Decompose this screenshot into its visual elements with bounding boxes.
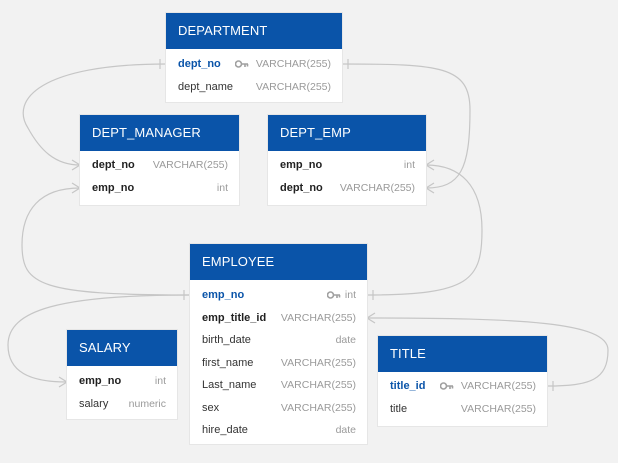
column-type: int — [216, 181, 228, 194]
column-row[interactable]: Last_name VARCHAR(255) — [190, 374, 367, 397]
column-type: VARCHAR(255) — [460, 380, 536, 392]
table-header[interactable]: TITLE — [378, 336, 547, 372]
column-name: emp_no — [280, 159, 323, 171]
column-row[interactable]: emp_no int — [190, 284, 367, 307]
column-row[interactable]: hire_date date — [190, 419, 367, 442]
column-row[interactable]: dept_no VARCHAR(255) — [166, 53, 342, 76]
column-type: VARCHAR(255) — [460, 402, 536, 415]
column-name: title — [390, 402, 408, 415]
column-name: sex — [202, 401, 220, 414]
column-type: VARCHAR(255) — [280, 356, 356, 369]
column-row[interactable]: first_name VARCHAR(255) — [190, 352, 367, 375]
column-row[interactable]: emp_no int — [80, 177, 239, 200]
column-type: int — [403, 159, 415, 171]
column-type: numeric — [128, 397, 166, 410]
column-type: VARCHAR(255) — [280, 379, 356, 391]
column-name: Last_name — [202, 379, 257, 391]
table-salary[interactable]: SALARY emp_no int salary numeric — [67, 330, 177, 419]
column-type: VARCHAR(255) — [255, 58, 331, 70]
table-department[interactable]: DEPARTMENT dept_no VARCHAR(255) dept_nam… — [166, 13, 342, 102]
column-name: dept_no — [92, 159, 135, 171]
table-dept-manager[interactable]: DEPT_MANAGER dept_no VARCHAR(255) emp_no… — [80, 115, 239, 205]
column-type: VARCHAR(255) — [339, 181, 415, 194]
table-header[interactable]: EMPLOYEE — [190, 244, 367, 280]
column-row[interactable]: birth_date date — [190, 329, 367, 352]
key-icon — [440, 382, 454, 390]
table-employee[interactable]: EMPLOYEE emp_no int emp_title_id VARCHAR… — [190, 244, 367, 444]
column-type: int — [344, 289, 356, 301]
column-name: emp_no — [79, 375, 122, 387]
column-name: hire_date — [202, 424, 248, 436]
column-row[interactable]: salary numeric — [67, 393, 177, 416]
column-type: VARCHAR(255) — [280, 401, 356, 414]
column-type: VARCHAR(255) — [280, 311, 356, 324]
column-name: emp_no — [92, 181, 135, 194]
column-row[interactable]: dept_no VARCHAR(255) — [80, 154, 239, 177]
table-header[interactable]: DEPT_EMP — [268, 115, 426, 151]
column-type: int — [154, 375, 166, 387]
column-name: emp_no — [202, 289, 245, 301]
column-name: emp_title_id — [202, 311, 267, 324]
column-type: date — [335, 334, 356, 346]
column-row[interactable]: dept_no VARCHAR(255) — [268, 177, 426, 200]
column-name: first_name — [202, 356, 254, 369]
table-header[interactable]: SALARY — [67, 330, 177, 366]
column-name: dept_name — [178, 80, 234, 93]
table-dept-emp[interactable]: DEPT_EMP emp_no int dept_no VARCHAR(255) — [268, 115, 426, 205]
column-row[interactable]: emp_no int — [67, 370, 177, 393]
column-row[interactable]: title VARCHAR(255) — [378, 398, 547, 421]
column-row[interactable]: emp_no int — [268, 154, 426, 177]
column-name: salary — [79, 397, 109, 410]
column-name: dept_no — [178, 58, 221, 70]
column-row[interactable]: sex VARCHAR(255) — [190, 397, 367, 420]
column-name: birth_date — [202, 334, 251, 346]
column-row[interactable]: emp_title_id VARCHAR(255) — [190, 307, 367, 330]
column-type: date — [335, 424, 356, 436]
column-row[interactable]: title_id VARCHAR(255) — [378, 375, 547, 398]
column-name: dept_no — [280, 181, 323, 194]
column-type: VARCHAR(255) — [255, 80, 331, 93]
column-row[interactable]: dept_name VARCHAR(255) — [166, 76, 342, 99]
key-icon — [235, 60, 249, 68]
table-header[interactable]: DEPARTMENT — [166, 13, 342, 49]
column-name: title_id — [390, 380, 426, 392]
table-header[interactable]: DEPT_MANAGER — [80, 115, 239, 151]
key-icon — [327, 291, 341, 299]
table-title[interactable]: TITLE title_id VARCHAR(255) title VARCHA… — [378, 336, 547, 426]
column-type: VARCHAR(255) — [152, 159, 228, 171]
